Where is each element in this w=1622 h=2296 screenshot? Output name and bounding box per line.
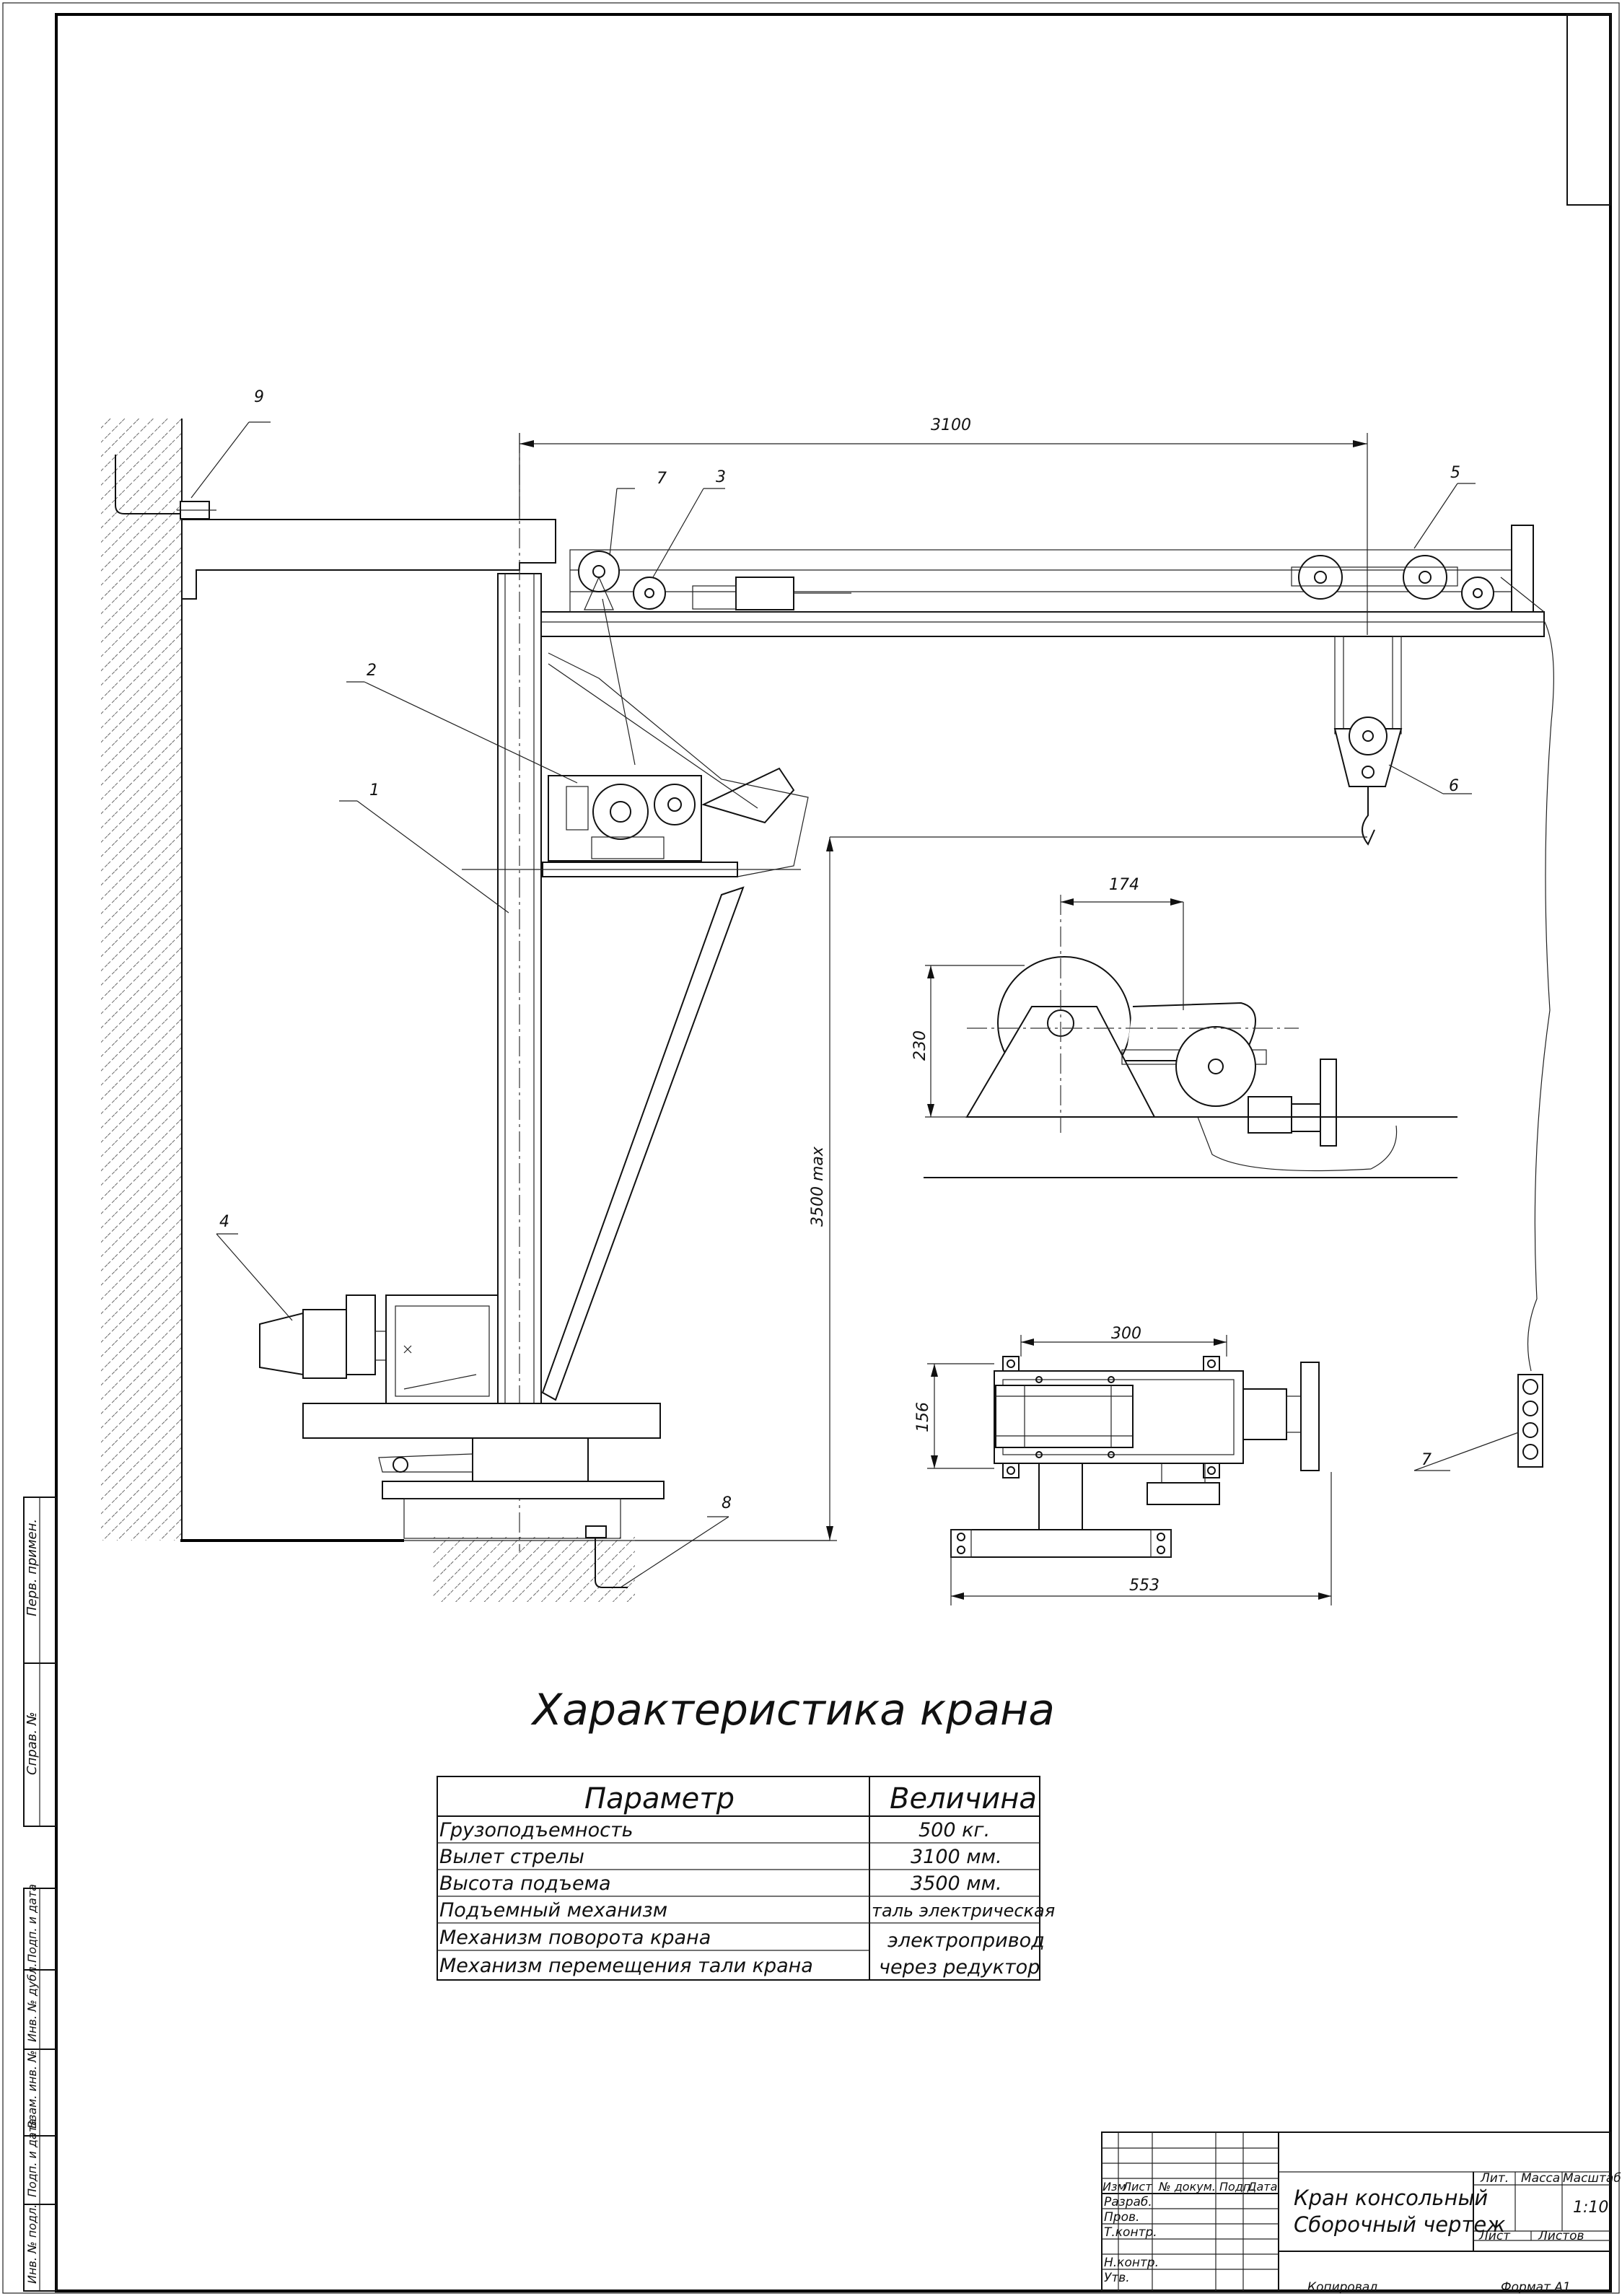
callout-5: 5 [1450,464,1460,482]
table-row-param: Высота подъема [439,1872,611,1895]
side-stamp-first-use: Перв. примен. [25,1519,40,1616]
table-row-value: 500 кг. [919,1819,990,1841]
callout-1: 1 [369,781,380,799]
tb-title-line2: Сборочный чертеж [1294,2212,1505,2237]
tb-col-doc: № докум. [1158,2180,1216,2194]
tb-col-list: Лист [1122,2180,1152,2194]
base-plate [302,1403,661,1439]
top-right-stamp [1566,14,1611,206]
control-pendant [1517,1374,1543,1468]
tb-copied: Копировал [1307,2280,1377,2295]
wall-hatch [101,419,182,1541]
dim-boom-reach-label: 3100 [931,416,971,434]
slew-bearing [472,1437,589,1482]
hook-block [1333,636,1403,846]
hoist-drive-unit [548,767,795,862]
crane-boom [540,611,1545,637]
tb-col-sign: Подп. [1219,2180,1254,2194]
dim-gear-width-label: 300 [1111,1325,1141,1343]
tb-format: Формат А1 [1501,2280,1571,2295]
hoist-detail-view: 174 230 [911,876,1457,1178]
table-row-value: 3100 мм. [911,1846,1002,1868]
callout-7b: 7 [1421,1451,1432,1469]
side-stamps: Перв. примен. Справ. № Подп. и дата Инв.… [23,1497,57,2292]
dim-gear-height-label: 156 [914,1402,932,1432]
callout-6: 6 [1449,777,1459,795]
table-row-value: электропривод [887,1929,1045,1952]
tb-role-checker: Пров. [1104,2210,1139,2225]
callout-4: 4 [219,1213,229,1231]
tb-sheets: Листов [1538,2229,1584,2243]
tb-role-developer: Разраб. [1104,2195,1152,2209]
table-header-value: Величина [890,1782,1037,1815]
table-row-param: Механизм перемещения тали крана [439,1955,813,1977]
dimension-boom-reach: 3100 [519,416,1368,635]
tb-col-date: Дата [1247,2180,1277,2194]
callout-7a: 7 [657,470,667,488]
tb-role-tcontrol: Т.контр. [1104,2225,1157,2240]
table-row-value: таль электрическая [872,1901,1055,1921]
dim-hoist-width-label: 174 [1109,876,1139,894]
tb-lit: Лит. [1480,2171,1509,2186]
dim-base-width-label: 553 [1129,1577,1159,1595]
foundation-hatch [433,1537,635,1602]
table-row-param: Грузоподъемность [439,1819,634,1841]
callout-9: 9 [254,388,264,406]
side-stamp-replace: Взам. инв. № [25,2050,39,2129]
drawing-frame [55,13,1612,2292]
tb-mass: Масса [1521,2171,1560,2186]
table-row-param: Механизм поворота крана [439,1927,711,1949]
side-stamp-sign-date-1: Подп. и дата [25,1884,39,1963]
side-stamp-ref: Справ. № [25,1712,40,1775]
table-row-value: через редуктор [879,1956,1040,1979]
side-stamp-dup: Инв. № дубл. [25,1963,39,2042]
trolley [1291,555,1494,610]
slew-drive [259,1294,499,1404]
title-block: Изм Лист № докум. Подп. Дата Разраб. Про… [1101,2131,1621,2295]
tb-scale-label: Масштаб [1563,2171,1621,2186]
tb-col-izm: Изм [1102,2180,1126,2194]
characteristics-title: Характеристика крана [530,1685,1055,1735]
tb-sheet: Лист [1478,2229,1511,2243]
table-row-value: 3500 мм. [911,1872,1002,1895]
dimension-lift-height: 3500 max [635,836,1367,1541]
tb-role-approved: Утв. [1104,2271,1130,2285]
tb-role-ncontrol: Н.контр. [1104,2256,1159,2270]
table-row-param: Подъемный механизм [439,1899,667,1922]
tb-scale-value: 1:10 [1573,2199,1608,2217]
table-row-param: Вылет стрелы [439,1846,584,1868]
side-stamp-inv: Инв. № подл. [25,2204,39,2284]
side-stamp-sign-date-2: Подп. и дата [25,2118,39,2197]
callouts: 9 7 3 5 2 1 6 4 7 8 [190,388,1520,1588]
table-header-param: Параметр [584,1782,735,1815]
gearbox-detail-view: 300 156 553 [914,1325,1332,1605]
crane-main-view: 3100 3500 max 9 7 3 5 2 1 6 [101,388,1554,1602]
callout-8: 8 [722,1494,732,1512]
dim-hoist-height-label: 230 [911,1030,929,1061]
characteristics-table: Параметр Величина Грузоподъемность 500 к… [437,1776,1055,1981]
pendant-cable [1527,620,1554,1372]
tb-title-line1: Кран консольный [1294,2186,1488,2210]
callout-2: 2 [367,662,377,680]
dim-lift-height-label: 3500 max [809,1146,827,1227]
diagonal-brace [541,886,745,1401]
callout-3: 3 [716,468,726,486]
